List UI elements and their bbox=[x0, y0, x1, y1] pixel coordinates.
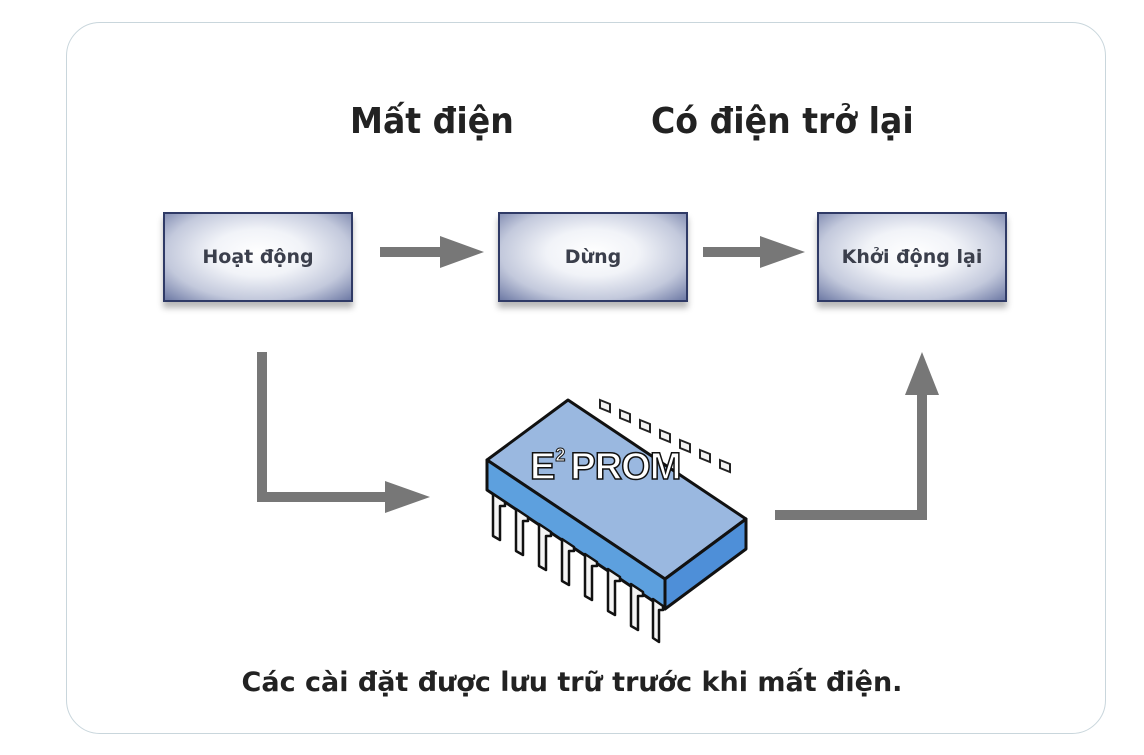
state-restart-label: Khởi động lại bbox=[841, 246, 983, 268]
chip-label-base: E bbox=[529, 445, 556, 489]
heading-power-loss: Mất điện bbox=[350, 101, 514, 142]
footer-caption: Các cài đặt được lưu trữ trước khi mất đ… bbox=[241, 667, 903, 698]
arrow-eeprom-to-restart bbox=[775, 352, 939, 520]
heading-power-restored: Có điện trở lại bbox=[651, 101, 914, 142]
arrow-stopped-to-restart bbox=[703, 236, 805, 268]
chip-label-superscript: 2 bbox=[555, 445, 566, 466]
state-running-label: Hoạt động bbox=[202, 246, 314, 268]
arrow-running-to-eeprom bbox=[257, 352, 430, 513]
state-running-box: Hoạt động bbox=[163, 212, 353, 302]
chip-label-rest: PROM bbox=[570, 445, 683, 489]
state-restart-box: Khởi động lại bbox=[817, 212, 1007, 302]
diagram-frame bbox=[66, 22, 1106, 734]
state-stopped-label: Dừng bbox=[564, 246, 622, 268]
state-stopped-box: Dừng bbox=[498, 212, 688, 302]
arrow-running-to-stopped bbox=[380, 236, 484, 268]
eeprom-chip-icon bbox=[485, 398, 748, 644]
